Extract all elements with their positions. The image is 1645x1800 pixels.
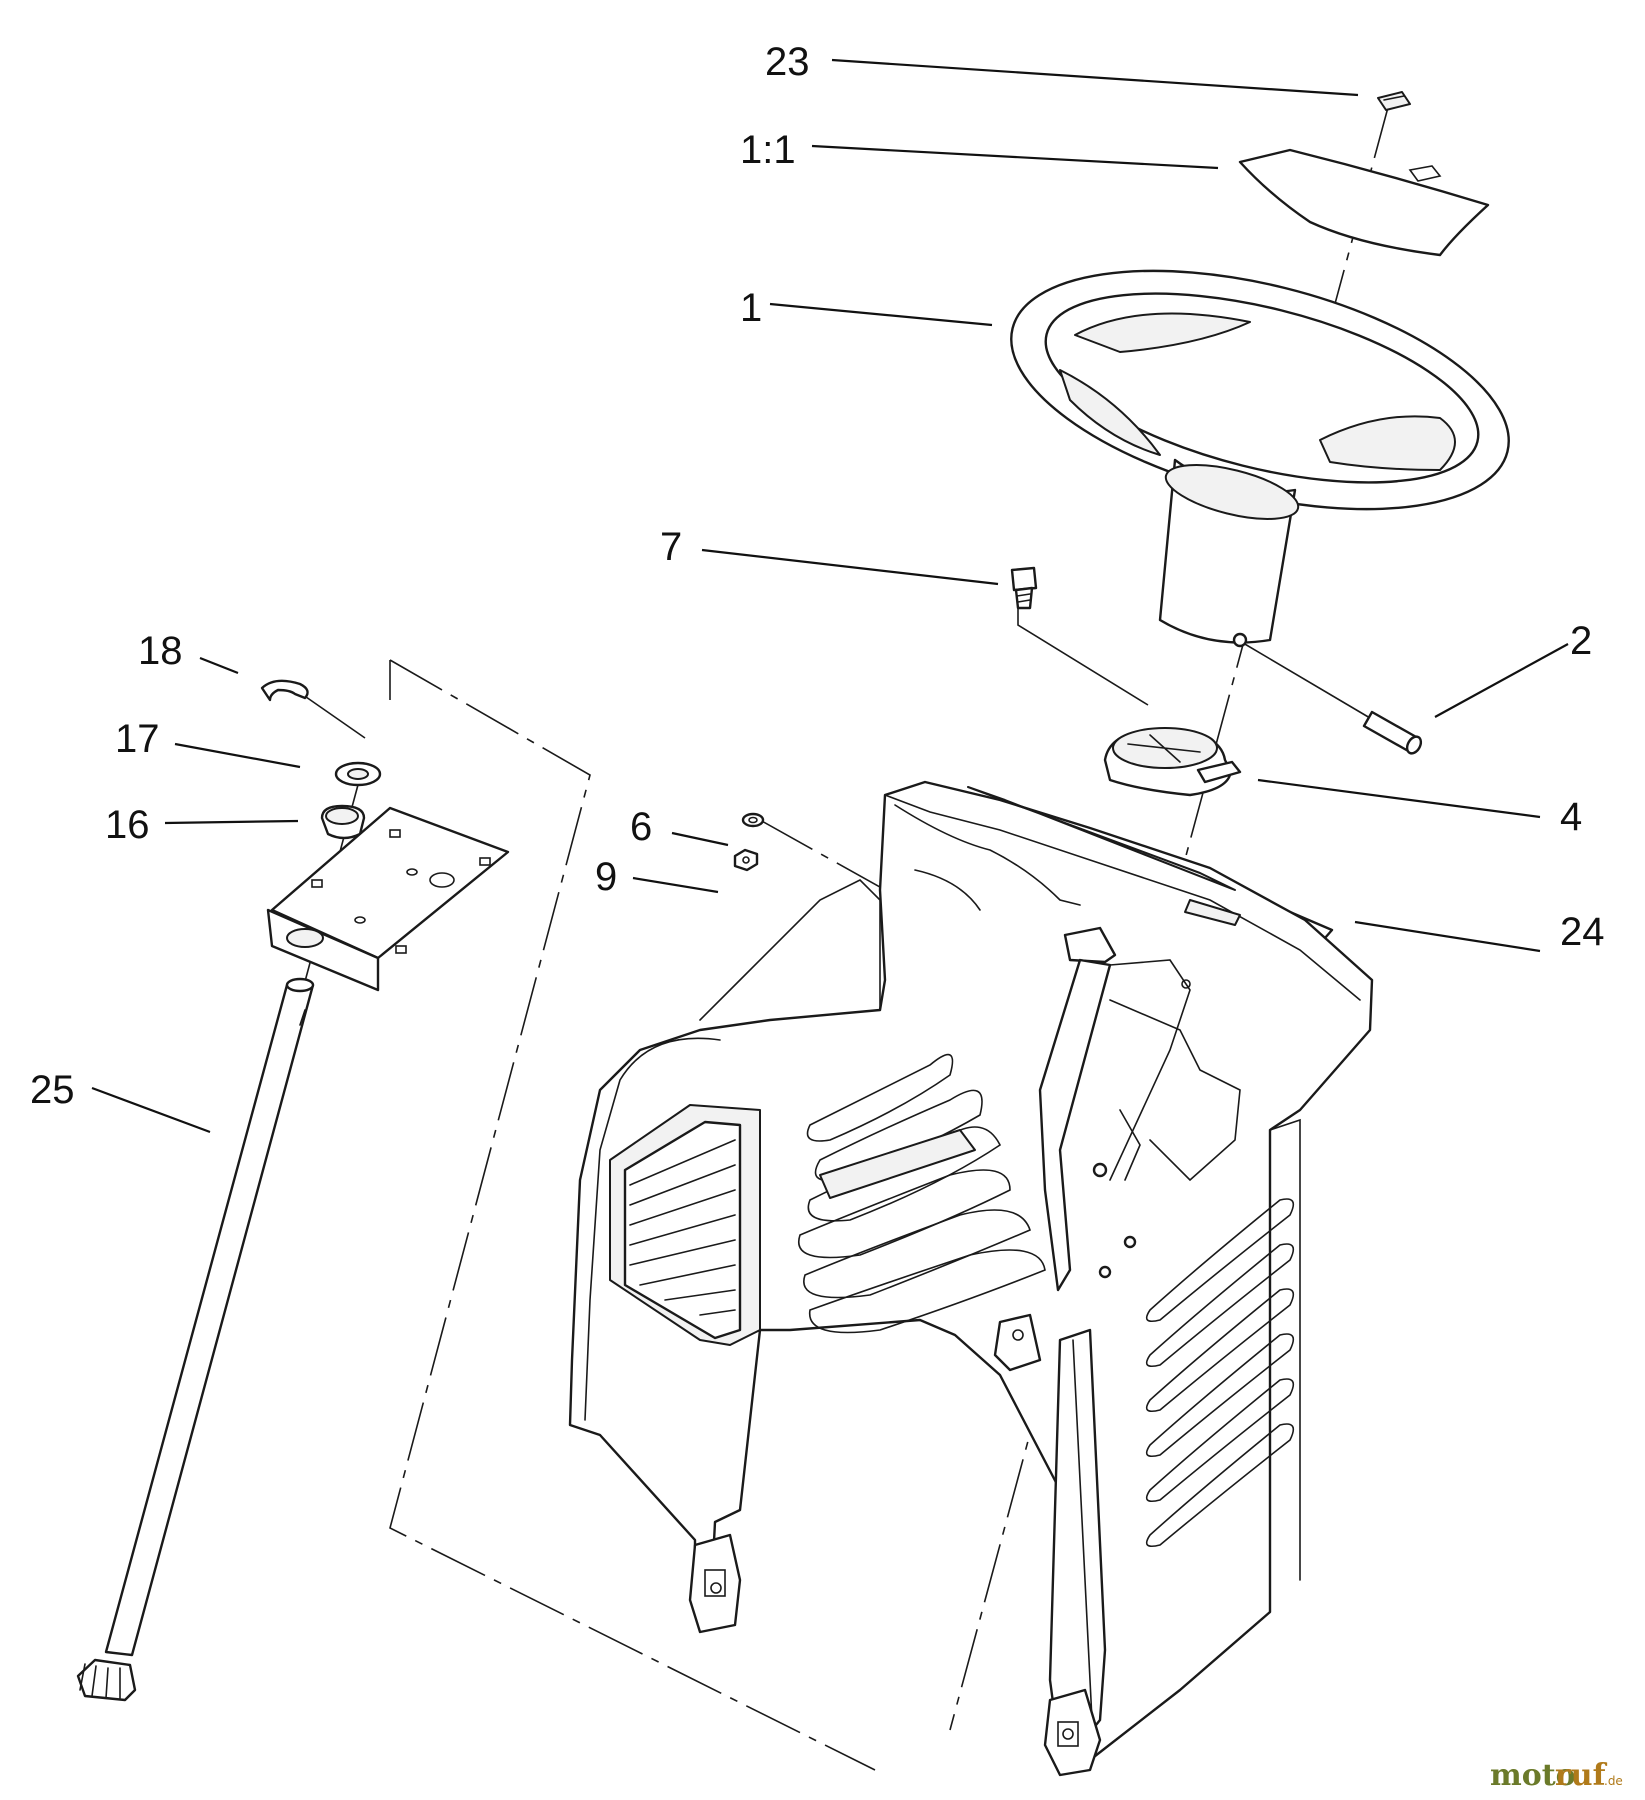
leader-7 (701, 548, 999, 586)
pedestal-housing (568, 780, 1374, 1777)
leader-17 (174, 742, 301, 769)
callout-2: 2 (1570, 619, 1592, 663)
leader-23 (831, 58, 1359, 97)
part-1-steering-wheel (1010, 269, 1510, 648)
part-18-clip (260, 679, 309, 702)
part-1-1-emblem (1238, 148, 1490, 257)
watermark-ruf: ruf (1555, 1758, 1608, 1793)
leader-16 (164, 819, 299, 825)
callout-23: 23 (765, 40, 810, 84)
leader-25 (91, 1086, 211, 1134)
leader-2 (1434, 643, 1569, 718)
callout-18: 18 (138, 629, 183, 673)
support-plate (266, 806, 510, 992)
leader-24 (1354, 920, 1541, 953)
callout-9: 9 (595, 855, 617, 899)
watermark-moto: moto (1490, 1758, 1576, 1793)
leader-4 (1257, 778, 1541, 819)
callout-1-1: 1:1 (740, 128, 796, 172)
part-9-nut (733, 848, 759, 872)
leader-lines (91, 58, 1569, 1134)
callout-7: 7 (660, 525, 682, 569)
part-7-bolt (1010, 566, 1038, 610)
callout-25: 25 (30, 1068, 75, 1112)
pin-axis-line (1237, 639, 1371, 719)
part-25-shaft (76, 977, 315, 1702)
alignment-bracket (389, 659, 876, 1771)
callout-4: 4 (1560, 795, 1582, 839)
part-2-pin (1362, 710, 1423, 755)
part-4-adapter (1103, 727, 1242, 797)
bolt-axis-line (1017, 608, 1149, 706)
part-16-bushing (320, 804, 366, 840)
leader-6 (671, 831, 729, 847)
watermark-logo: moto ruf .de (1490, 1758, 1623, 1793)
leader-1 (769, 302, 993, 327)
part-17-washer (334, 761, 382, 787)
callout-6: 6 (630, 805, 652, 849)
part-23-cap (1377, 91, 1411, 111)
leader-18 (199, 656, 239, 675)
leader-9 (632, 876, 719, 894)
watermark-suffix: .de (1604, 1774, 1623, 1788)
callout-1: 1 (740, 286, 762, 330)
callout-17: 17 (115, 717, 160, 761)
clip-axis-line (295, 689, 366, 739)
part-6-washer (741, 812, 765, 828)
leader-1-1 (811, 144, 1219, 170)
callout-labels: 23 1:1 1 7 2 18 17 16 6 9 4 24 25 (30, 40, 1605, 1112)
callout-16: 16 (105, 803, 150, 847)
callout-24: 24 (1560, 910, 1605, 954)
